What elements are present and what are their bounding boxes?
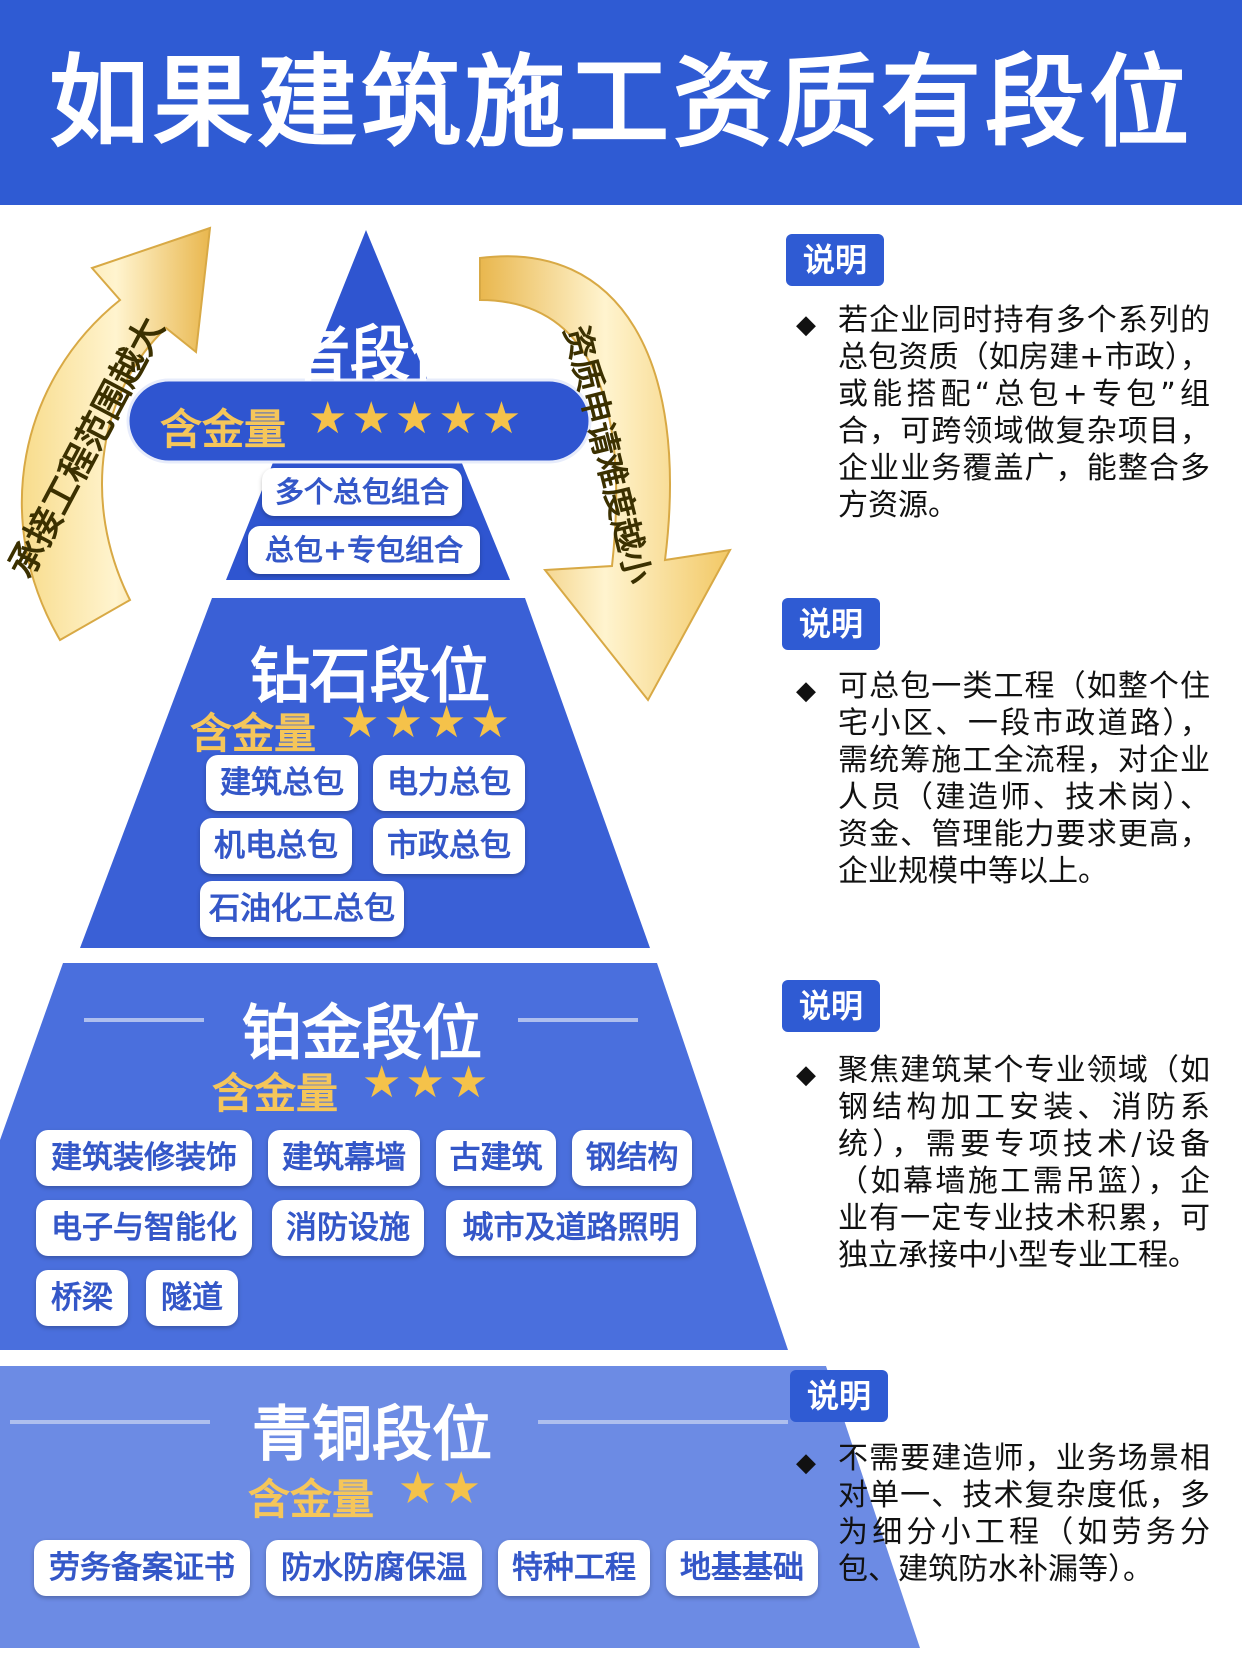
king-stars: ★★★★★ [308,393,526,444]
bronze-rank-title: 青铜段位 [252,1400,492,1470]
king-item: 多个总包组合 [262,468,462,516]
note-badge: 说明 [782,598,880,650]
note-text: 若企业同时持有多个系列的总包资质（如房建+市政），或能搭配“总包+专包”组合，可… [838,303,1210,523]
platinum-item: 消防设施 [272,1200,424,1256]
platinum-rank-title: 铂金段位 [242,999,482,1069]
king-item: 总包+专包组合 [248,526,480,574]
platinum-item: 电子与智能化 [36,1200,252,1256]
diamond-item: 电力总包 [373,755,525,811]
platinum-item: 古建筑 [436,1130,556,1186]
bronze-item: 防水防腐保温 [266,1540,482,1596]
king-rank-title: 王者段位 [230,320,470,390]
king-gold-label: 含金量 [160,405,287,454]
platinum-item: 钢结构 [572,1130,692,1186]
note-text: 聚焦建筑某个专业领域（如钢结构加工安装、消防系统），需要专项技术/设备（如幕墙施… [838,1053,1210,1273]
diamond-item: 市政总包 [373,818,525,874]
diamond-stars: ★★★★ [340,697,514,748]
page-title: 如果建筑施工资质有段位 [49,44,1193,161]
diamond-gold-label: 含金量 [190,709,317,758]
king-gold-capsule [126,378,592,464]
platinum-deco-line-right [518,1018,638,1022]
right-gold-arrow [479,255,732,702]
platinum-stars: ★★★ [362,1057,493,1108]
platinum-gold-label: 含金量 [212,1069,339,1118]
diamond-item: 石油化工总包 [200,881,404,937]
bronze-deco-line-right [538,1420,788,1424]
note-bullet-icon: ◆ [796,676,816,706]
note-badge: 说明 [782,980,880,1032]
platinum-item: 建筑幕墙 [268,1130,420,1186]
platinum-deco-line-left [84,1018,204,1022]
note-badge: 说明 [786,234,884,286]
diamond-rank-title: 钻石段位 [250,642,490,712]
platinum-item: 城市及道路照明 [446,1200,696,1256]
bronze-item: 特种工程 [498,1540,650,1596]
platinum-item: 建筑装修装饰 [36,1130,252,1186]
diamond-item: 建筑总包 [206,755,358,811]
note-text: 不需要建造师，业务场景相对单一、技术复杂度低，多为细分小工程（如劳务分包、建筑防… [838,1441,1210,1587]
bronze-gold-label: 含金量 [248,1475,375,1524]
note-bullet-icon: ◆ [796,1060,816,1090]
note-bullet-icon: ◆ [796,1448,816,1478]
platinum-item: 桥梁 [36,1270,128,1326]
note-bullet-icon: ◆ [796,310,816,340]
bronze-deco-line-left [10,1420,210,1424]
left-gold-arrow [20,226,212,642]
platinum-item: 隧道 [146,1270,238,1326]
bronze-item: 劳务备案证书 [34,1540,250,1596]
bronze-item: 地基基础 [666,1540,818,1596]
diamond-item: 机电总包 [200,818,352,874]
bronze-stars: ★★ [398,1463,485,1514]
note-text: 可总包一类工程（如整个住宅小区、一段市政道路），需统筹施工全流程，对企业人员（建… [838,669,1210,889]
title-banner: 如果建筑施工资质有段位 [0,0,1242,205]
note-badge: 说明 [790,1370,888,1422]
